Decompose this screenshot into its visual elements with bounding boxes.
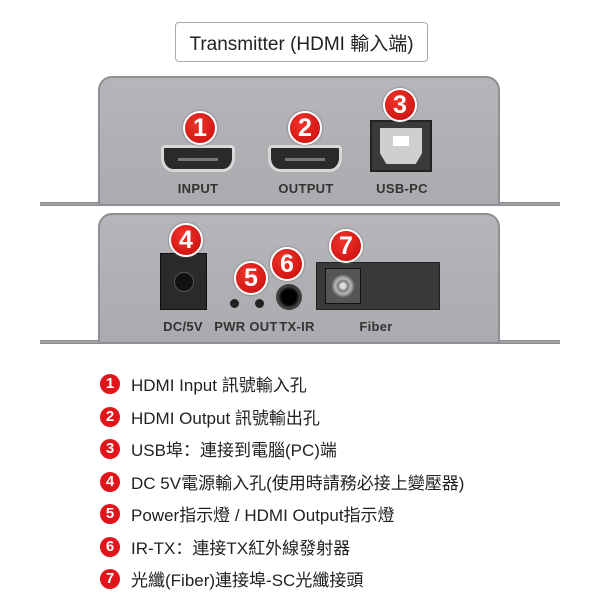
legend-text: USB埠：連接到電腦(PC)端 bbox=[131, 441, 337, 460]
label-pwr-out: PWR OUT bbox=[214, 319, 278, 334]
legend-item: 7 光纖(Fiber)連接埠-SC光纖接頭 bbox=[100, 566, 363, 591]
label-output: OUTPUT bbox=[278, 181, 334, 196]
badge-2: 2 bbox=[288, 111, 322, 145]
badge-1: 1 bbox=[183, 111, 217, 145]
legend-badge: 4 bbox=[100, 471, 120, 492]
label-dc5v: DC/5V bbox=[163, 319, 203, 334]
label-tx-ir: TX-IR bbox=[279, 319, 315, 334]
legend-item: 2 HDMI Output 訊號輸出孔 bbox=[100, 404, 320, 429]
legend-text: Power指示燈 / HDMI Output指示燈 bbox=[131, 506, 395, 525]
legend-badge: 7 bbox=[100, 568, 120, 589]
hdmi-output-port bbox=[268, 145, 342, 172]
legend-item: 3 USB埠：連接到電腦(PC)端 bbox=[100, 436, 337, 461]
legend-badge: 5 bbox=[100, 503, 120, 524]
label-fiber: Fiber bbox=[359, 319, 393, 334]
badge-6: 6 bbox=[270, 247, 304, 281]
legend-item: 4 DC 5V電源輸入孔(使用時請務必接上變壓器) bbox=[100, 469, 464, 494]
dc-jack bbox=[160, 253, 207, 310]
legend-badge: 6 bbox=[100, 536, 120, 557]
legend-badge: 3 bbox=[100, 438, 120, 459]
legend-item: 6 IR-TX：連接TX紅外線發射器 bbox=[100, 534, 350, 559]
hdmi-input-port bbox=[161, 145, 235, 172]
badge-4: 4 bbox=[169, 223, 203, 257]
label-input: INPUT bbox=[177, 181, 219, 196]
pwr-led bbox=[230, 299, 239, 308]
page-title: Transmitter (HDMI 輸入端) bbox=[175, 22, 428, 62]
legend-item: 1 HDMI Input 訊號輸入孔 bbox=[100, 371, 307, 396]
fiber-port bbox=[316, 262, 440, 310]
out-led bbox=[255, 299, 264, 308]
legend-text: HDMI Output 訊號輸出孔 bbox=[131, 409, 320, 428]
legend-text: 光纖(Fiber)連接埠-SC光纖接頭 bbox=[131, 571, 364, 590]
label-usb-pc: USB-PC bbox=[376, 181, 428, 196]
legend-badge: 1 bbox=[100, 373, 120, 394]
badge-7: 7 bbox=[329, 229, 363, 263]
legend-text: DC 5V電源輸入孔(使用時請務必接上變壓器) bbox=[131, 474, 465, 493]
ir-jack bbox=[276, 284, 302, 310]
badge-3: 3 bbox=[383, 88, 417, 122]
usb-port bbox=[370, 120, 432, 172]
legend-text: HDMI Input 訊號輸入孔 bbox=[131, 376, 307, 395]
legend-item: 5 Power指示燈 / HDMI Output指示燈 bbox=[100, 501, 395, 526]
legend-text: IR-TX：連接TX紅外線發射器 bbox=[131, 539, 351, 558]
badge-5: 5 bbox=[234, 261, 268, 295]
legend-badge: 2 bbox=[100, 406, 120, 427]
